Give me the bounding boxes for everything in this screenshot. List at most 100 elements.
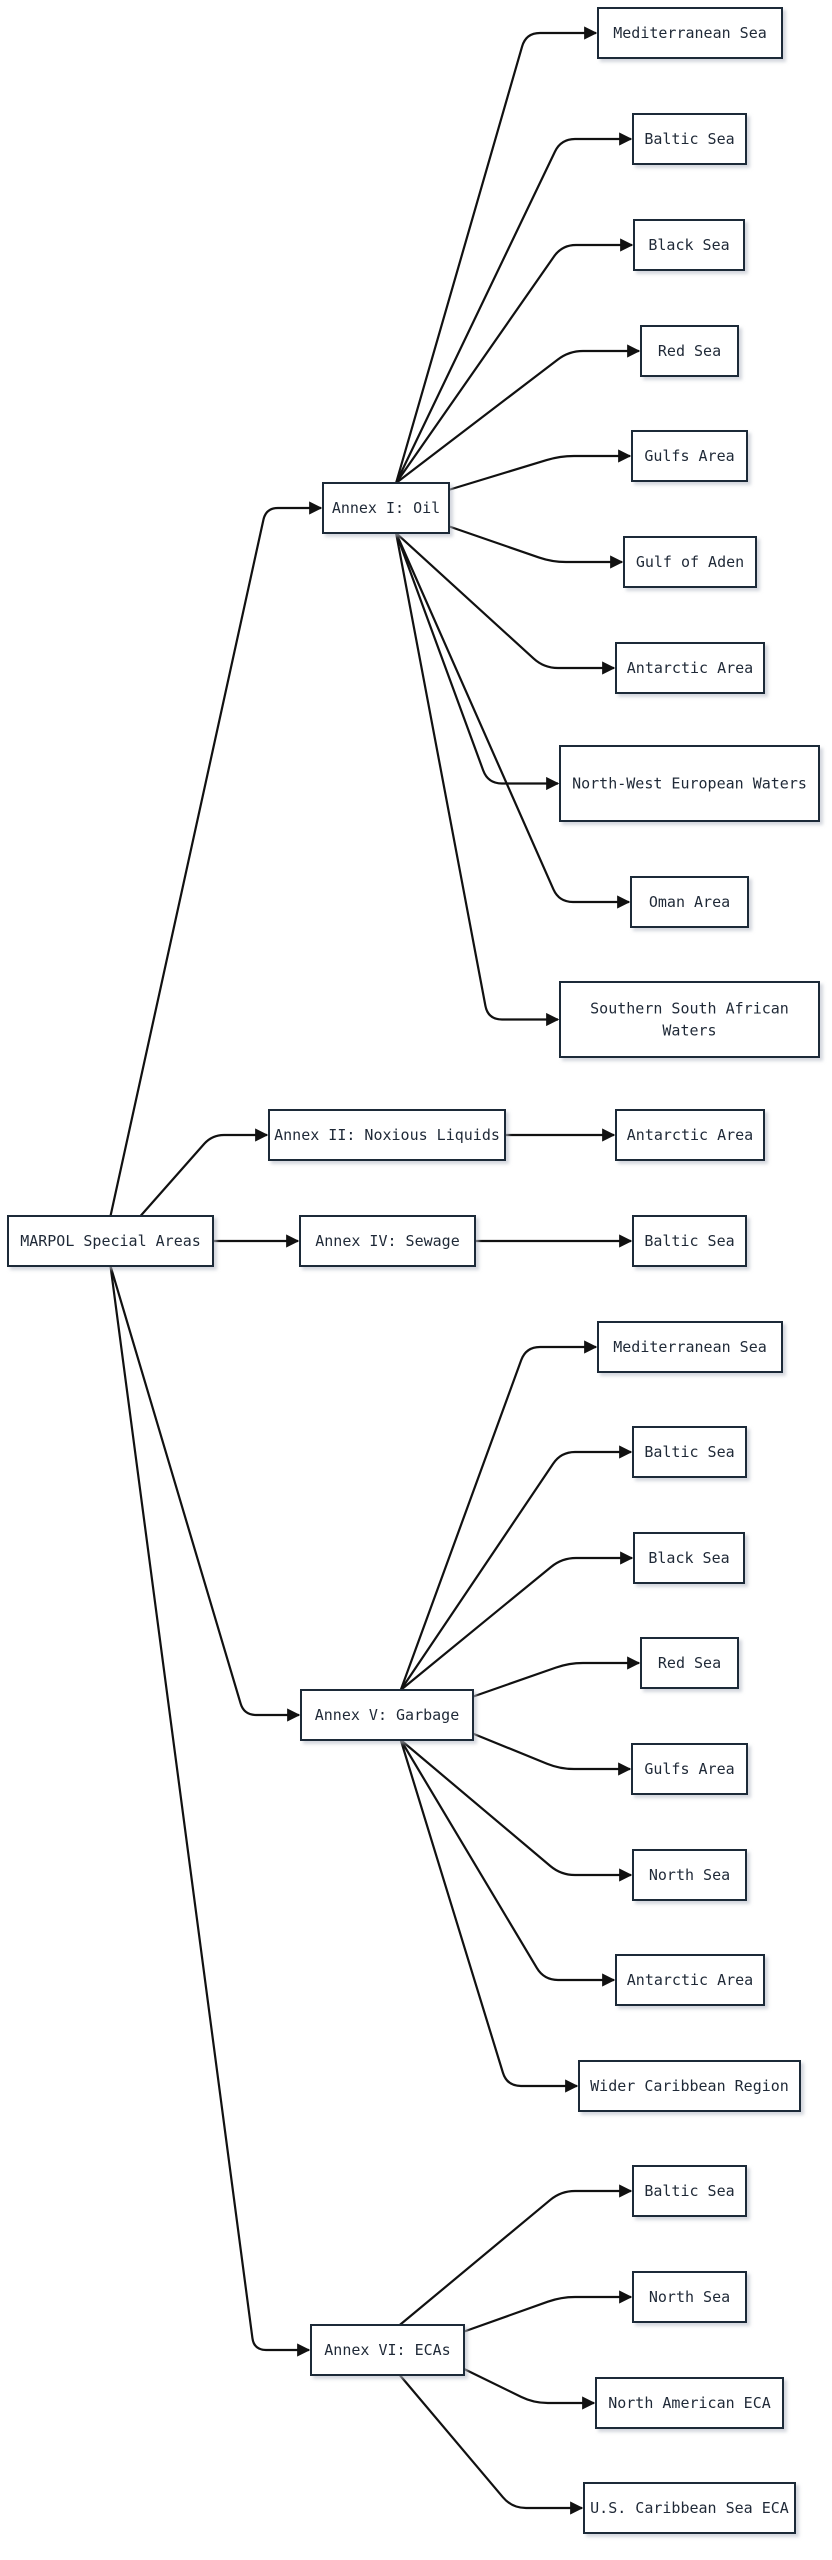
- edge-annex-i-oil-to-north-west-european-waters: [395, 532, 560, 791]
- edge-annex-v-garbage-to-mediterranean-sea: [399, 1340, 598, 1691]
- edge-annex-i-oil-to-oman-area: [395, 532, 631, 909]
- area-node-annex-i-oil-mediterranean-sea-label: Mediterranean Sea: [613, 24, 767, 42]
- area-node-annex-v-garbage-north-sea-box: [632, 1849, 747, 1901]
- edge-annex-i-oil-to-southern-south-african-waters: [394, 532, 560, 1027]
- edge-annex-v-garbage-to-red-sea: [468, 1656, 641, 1700]
- area-node-annex-i-oil-oman-area-label: Oman Area: [649, 893, 730, 911]
- area-node-annex-iv-sewage-baltic-sea-box: [632, 1215, 747, 1267]
- annex-node-annex-ii-noxious-liquids-label: Annex II: Noxious Liquids: [274, 1126, 500, 1144]
- area-node-annex-iv-sewage-baltic-sea-label: Baltic Sea: [644, 1232, 734, 1250]
- area-node-annex-i-oil-antarctic-area-label: Antarctic Area: [627, 659, 753, 677]
- edge-annex-v-garbage-to-wider-caribbean-region: [399, 1739, 579, 2093]
- annex-node-annex-i-oil-box: [322, 482, 450, 534]
- area-node-annex-i-oil-antarctic-area: Antarctic Area: [615, 642, 765, 694]
- area-node-annex-v-garbage-black-sea: Black Sea: [633, 1532, 745, 1584]
- edge-annex-v-garbage-to-gulfs-area: [468, 1730, 632, 1776]
- area-node-annex-i-oil-oman-area: Oman Area: [630, 876, 749, 928]
- area-node-annex-v-garbage-gulfs-area-box: [631, 1743, 748, 1795]
- edge-annex-v-garbage-to-black-sea: [400, 1551, 634, 1691]
- edge-annex-v-garbage-to-antarctic-area: [399, 1739, 616, 1987]
- area-node-annex-vi-ecas-north-american-eca: North American ECA: [595, 2377, 784, 2429]
- area-node-annex-v-garbage-black-sea-box: [633, 1532, 745, 1584]
- area-node-annex-v-garbage-mediterranean-sea-box: [597, 1321, 783, 1373]
- area-node-annex-i-oil-southern-south-african-waters-box: [559, 981, 820, 1058]
- area-node-annex-i-oil-baltic-sea: Baltic Sea: [632, 113, 747, 165]
- area-node-annex-i-oil-gulf-of-aden-label: Gulf of Aden: [636, 553, 744, 571]
- area-node-annex-v-garbage-antarctic-area-label: Antarctic Area: [627, 1971, 753, 1989]
- area-node-annex-vi-ecas-baltic-sea-label: Baltic Sea: [644, 2182, 734, 2200]
- area-node-annex-vi-ecas-north-american-eca-box: [595, 2377, 784, 2429]
- root-node-marpol-special-areas-box: [7, 1215, 214, 1267]
- area-node-annex-i-oil-gulf-of-aden-box: [623, 536, 757, 588]
- area-node-annex-i-oil-red-sea-box: [640, 325, 739, 377]
- edge-annex-i-oil-to-gulfs-area: [444, 449, 632, 493]
- area-node-annex-v-garbage-red-sea-label: Red Sea: [658, 1654, 721, 1672]
- annex-node-annex-vi-ecas: Annex VI: ECAs: [310, 2324, 465, 2376]
- area-node-annex-v-garbage-north-sea: North Sea: [632, 1849, 747, 1901]
- edge-annex-v-garbage-to-north-sea: [400, 1739, 633, 1882]
- area-node-annex-v-garbage-black-sea-label: Black Sea: [648, 1549, 729, 1567]
- area-node-annex-i-oil-oman-area-box: [630, 876, 749, 928]
- annex-node-annex-iv-sewage-box: [299, 1215, 476, 1267]
- annex-node-annex-iv-sewage-label: Annex IV: Sewage: [315, 1232, 460, 1250]
- edge-annex-i-oil-to-mediterranean-sea: [395, 26, 598, 484]
- area-node-annex-v-garbage-baltic-sea-label: Baltic Sea: [644, 1443, 734, 1461]
- area-node-annex-vi-ecas-north-sea-box: [632, 2271, 747, 2323]
- area-node-annex-v-garbage-gulfs-area-label: Gulfs Area: [644, 1760, 734, 1778]
- area-node-annex-i-oil-gulfs-area-label: Gulfs Area: [644, 447, 734, 465]
- edge-annex-i-oil-to-black-sea: [395, 238, 634, 484]
- area-node-annex-v-garbage-red-sea-box: [640, 1637, 739, 1689]
- area-node-annex-v-garbage-baltic-sea-box: [632, 1426, 747, 1478]
- annex-node-annex-i-oil-label: Annex I: Oil: [332, 499, 440, 517]
- area-node-annex-v-garbage-antarctic-area: Antarctic Area: [615, 1954, 765, 2006]
- edge-root-to-annex-i-oil: [109, 501, 323, 1217]
- area-node-annex-i-oil-baltic-sea-label: Baltic Sea: [644, 130, 734, 148]
- area-node-annex-ii-noxious-liquids-antarctic-area-box: [615, 1109, 765, 1161]
- annex-node-annex-v-garbage: Annex V: Garbage: [300, 1689, 474, 1741]
- annex-node-annex-i-oil: Annex I: Oil: [322, 482, 450, 534]
- edge-annex-v-garbage-to-baltic-sea: [399, 1445, 633, 1691]
- area-node-annex-vi-ecas-u-s-caribbean-sea-eca-label: U.S. Caribbean Sea ECA: [590, 2499, 789, 2517]
- root-node-marpol-special-areas-label: MARPOL Special Areas: [20, 1232, 201, 1250]
- area-node-annex-v-garbage-wider-caribbean-region-box: [578, 2060, 801, 2112]
- area-node-annex-i-oil-mediterranean-sea: Mediterranean Sea: [597, 7, 783, 59]
- annex-node-annex-v-garbage-box: [300, 1689, 474, 1741]
- area-node-annex-i-oil-black-sea-box: [633, 219, 745, 271]
- area-node-annex-v-garbage-red-sea: Red Sea: [640, 1637, 739, 1689]
- area-node-annex-i-oil-red-sea: Red Sea: [640, 325, 739, 377]
- annex-node-annex-ii-noxious-liquids-box: [268, 1109, 506, 1161]
- area-node-annex-i-oil-antarctic-area-box: [615, 642, 765, 694]
- area-node-annex-i-oil-southern-south-african-waters-label: Southern South African: [590, 1000, 789, 1018]
- edge-annex-i-oil-to-red-sea: [395, 344, 641, 484]
- area-node-annex-i-oil-north-west-european-waters: North-West European Waters: [559, 745, 820, 822]
- area-node-annex-v-garbage-north-sea-label: North Sea: [649, 1866, 730, 1884]
- area-node-annex-vi-ecas-north-american-eca-label: North American ECA: [608, 2394, 771, 2412]
- area-node-annex-i-oil-north-west-european-waters-label: North-West European Waters: [572, 775, 807, 793]
- edge-root-to-annex-vi-ecas: [109, 1265, 311, 2357]
- area-node-annex-v-garbage-baltic-sea: Baltic Sea: [632, 1426, 747, 1478]
- area-node-annex-i-oil-red-sea-label: Red Sea: [658, 342, 721, 360]
- area-node-annex-v-garbage-wider-caribbean-region: Wider Caribbean Region: [578, 2060, 801, 2112]
- edge-root-to-annex-ii-noxious-liquids: [139, 1128, 269, 1217]
- edge-root-to-annex-v-garbage: [109, 1265, 301, 1722]
- area-node-annex-v-garbage-wider-caribbean-region-label: Wider Caribbean Region: [590, 2077, 789, 2095]
- area-node-annex-vi-ecas-baltic-sea: Baltic Sea: [632, 2165, 747, 2217]
- edge-annex-i-oil-to-baltic-sea: [395, 132, 633, 484]
- area-node-annex-i-oil-black-sea-label: Black Sea: [648, 236, 729, 254]
- area-node-annex-vi-ecas-u-s-caribbean-sea-eca-box: [583, 2482, 796, 2534]
- area-node-annex-i-oil-gulfs-area: Gulfs Area: [631, 430, 748, 482]
- edge-annex-i-oil-to-antarctic-area: [395, 532, 616, 675]
- root-node-marpol-special-areas: MARPOL Special Areas: [7, 1215, 214, 1267]
- area-node-annex-v-garbage-antarctic-area-box: [615, 1954, 765, 2006]
- edge-annex-vi-ecas-to-north-sea: [459, 2290, 633, 2335]
- area-node-annex-ii-noxious-liquids-antarctic-area: Antarctic Area: [615, 1109, 765, 1161]
- area-node-annex-i-oil-gulf-of-aden: Gulf of Aden: [623, 536, 757, 588]
- area-node-annex-v-garbage-mediterranean-sea: Mediterranean Sea: [597, 1321, 783, 1373]
- area-node-annex-v-garbage-gulfs-area: Gulfs Area: [631, 1743, 748, 1795]
- area-node-annex-vi-ecas-u-s-caribbean-sea-eca: U.S. Caribbean Sea ECA: [583, 2482, 796, 2534]
- edge-annex-vi-ecas-to-baltic-sea: [399, 2184, 633, 2326]
- area-node-annex-i-oil-north-west-european-waters-box: [559, 745, 820, 822]
